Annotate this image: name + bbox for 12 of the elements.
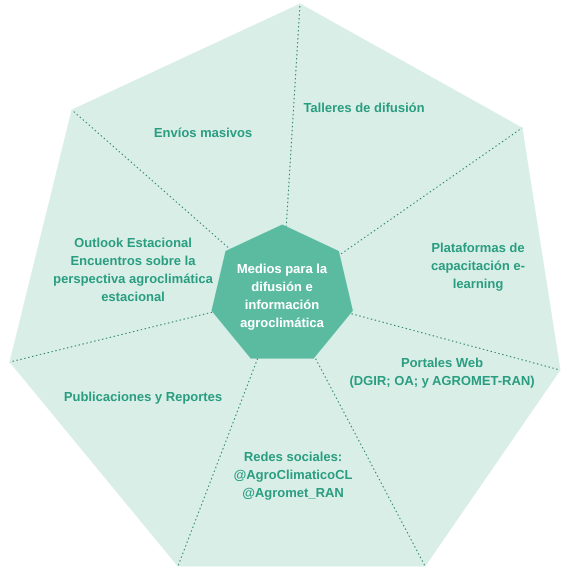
sector-label: Plataformas de capacitación e-learning: [430, 239, 526, 293]
sector-label: @Agromet_RAN: [241, 484, 345, 502]
sector-label: Portales Web: [400, 354, 484, 372]
sector-label: Redes sociales:: [242, 448, 344, 466]
sector-label: Publicaciones y Reportes: [62, 388, 224, 406]
center-title: Medios para la difusión e información agroclimática: [236, 260, 328, 332]
sector-label: Talleres de difusión: [302, 99, 426, 117]
sector-label: Outlook Estacional: [73, 234, 193, 252]
sector-label: Encuentros sobre la perspectiva agroclimática estacional: [52, 252, 214, 306]
sector-label: @AgroClimaticoCL: [232, 466, 354, 484]
sector-label: (DGIR; OA; y AGROMET-RAN): [348, 372, 536, 390]
sector-label: Envíos masivos: [152, 124, 254, 142]
